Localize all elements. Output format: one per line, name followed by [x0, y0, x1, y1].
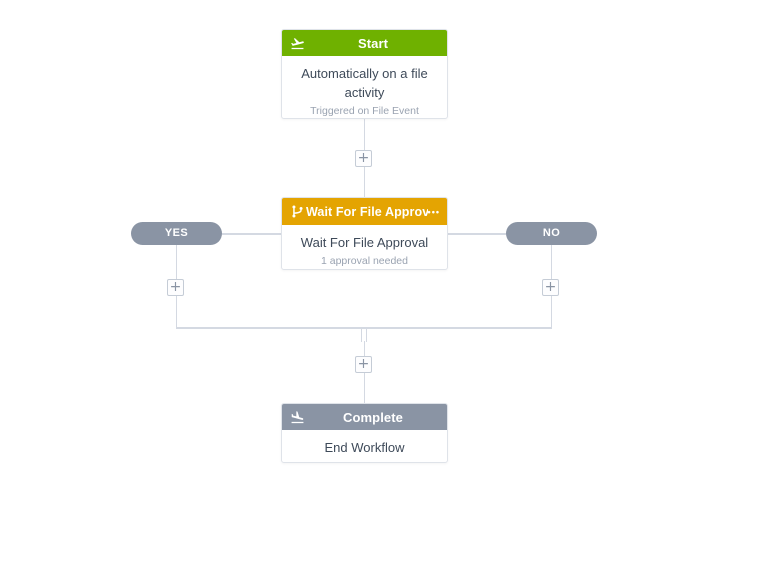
start-node[interactable]: Start Automatically on a file activity T… [281, 29, 448, 119]
start-node-description: Automatically on a file activity [301, 66, 428, 100]
wait-node-title: Wait For File Approval [306, 204, 428, 219]
complete-node-header: Complete [282, 404, 447, 430]
wait-for-file-approval-node[interactable]: Wait For File Approval ••• Wait For File… [281, 197, 448, 270]
flight-takeoff-icon [289, 35, 306, 52]
complete-node-title: Complete [342, 409, 404, 425]
complete-node-description: End Workflow [324, 440, 405, 455]
wait-node-subtitle: 1 approval needed [321, 254, 408, 267]
yes-branch-label: YES [131, 222, 222, 245]
add-step-button-no-branch[interactable]: + [542, 279, 559, 296]
start-node-body: Automatically on a file activity Trigger… [282, 56, 447, 125]
connector-merge-horizontal [175, 327, 552, 329]
flight-landing-icon [289, 409, 306, 426]
complete-node[interactable]: Complete End Workflow [281, 403, 448, 463]
add-step-button-after-start[interactable]: + [355, 150, 372, 167]
no-branch-label: NO [506, 222, 597, 245]
node-menu-icon[interactable]: ••• [427, 206, 440, 217]
wait-node-description: Wait For File Approval [300, 235, 429, 250]
start-node-title: Start [357, 35, 389, 51]
connector-wait-to-no [448, 233, 506, 235]
start-node-subtitle: Triggered on File Event [310, 104, 419, 117]
wait-node-header: Wait For File Approval ••• [282, 198, 447, 225]
connector-merge-stub [361, 328, 367, 342]
wait-node-body: Wait For File Approval 1 approval needed [282, 225, 447, 275]
start-node-header: Start [282, 30, 447, 56]
complete-node-body: End Workflow [282, 430, 447, 466]
branch-icon [289, 203, 306, 220]
connector-wait-to-yes [222, 233, 281, 235]
add-step-button-yes-branch[interactable]: + [167, 279, 184, 296]
add-step-button-before-complete[interactable]: + [355, 356, 372, 373]
